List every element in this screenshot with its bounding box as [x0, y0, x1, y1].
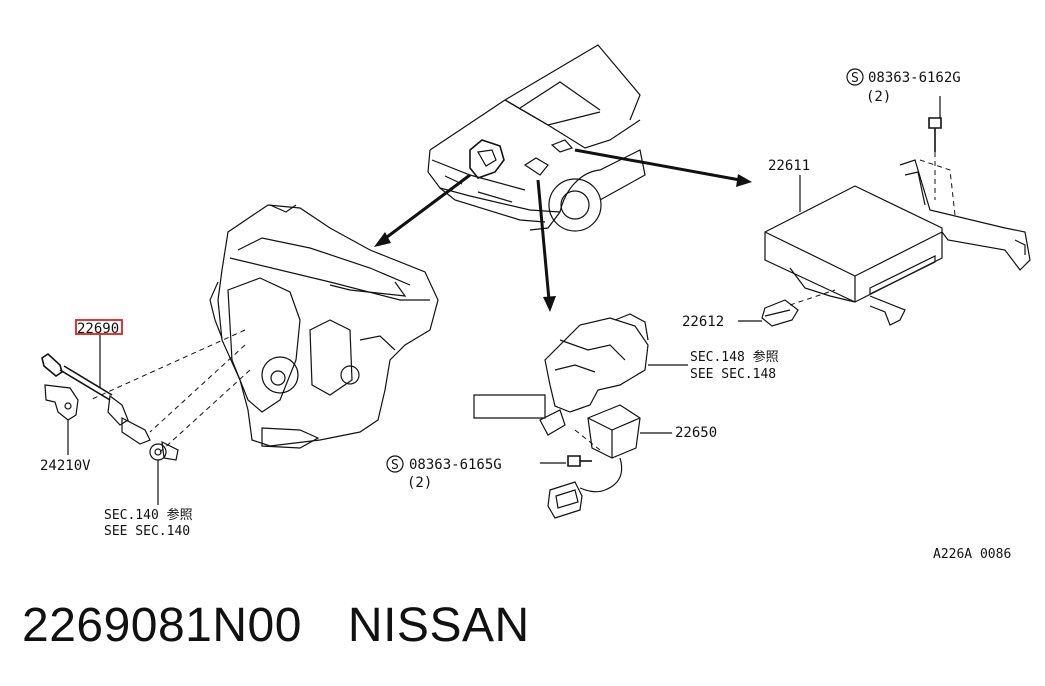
- label-bolt-bottom-qty: (2): [407, 475, 432, 491]
- label-22650: 22650: [675, 425, 717, 441]
- label-22690: 22690: [77, 321, 119, 337]
- bolt-symbol-bottom: [386, 455, 404, 473]
- bolt-symbol-bottom-letter: S: [391, 458, 399, 473]
- sensor-22690-drawing: [41, 335, 179, 505]
- label-22612: 22612: [682, 314, 724, 330]
- label-bolt-top: 08363-6162G: [868, 70, 961, 86]
- callout-arrows: [374, 148, 752, 312]
- bolt-symbol-top: [846, 68, 864, 86]
- part-caption: 2269081N00 NISSAN: [22, 598, 530, 653]
- label-22611: 22611: [768, 158, 810, 174]
- part-number: 2269081N00: [22, 599, 302, 652]
- label-24210v: 24210V: [40, 458, 91, 474]
- engine-illustration: [209, 204, 439, 449]
- brand-name: NISSAN: [347, 599, 530, 652]
- part-highlight-box: [75, 319, 123, 335]
- label-sec148-ref-jp: SEC.148 参照: [690, 349, 779, 365]
- control-unit-22611-drawing: [764, 96, 1031, 326]
- label-sec140-ref-en: SEE SEC.140: [104, 524, 190, 539]
- connector-22612-drawing: [738, 289, 836, 327]
- parts-diagram: 22690 24210V SEC.140 参照 SEE SEC.140 S 08…: [40, 44, 1031, 562]
- diagram-labels: 22690 24210V SEC.140 参照 SEE SEC.140 S 08…: [40, 68, 1011, 562]
- mount-assembly-drawing: [473, 313, 688, 519]
- label-figure-code: A226A 0086: [933, 547, 1011, 562]
- label-sec140-ref-jp: SEC.140 参照: [104, 507, 193, 523]
- bolt-symbol-top-letter: S: [851, 71, 859, 86]
- leader-lines-engine: [89, 329, 251, 453]
- label-bolt-bottom: 08363-6165G: [409, 457, 502, 473]
- car-illustration: [427, 44, 646, 232]
- label-sec148-ref-en: SEE SEC.148: [690, 367, 776, 382]
- label-bolt-top-qty: (2): [866, 89, 891, 105]
